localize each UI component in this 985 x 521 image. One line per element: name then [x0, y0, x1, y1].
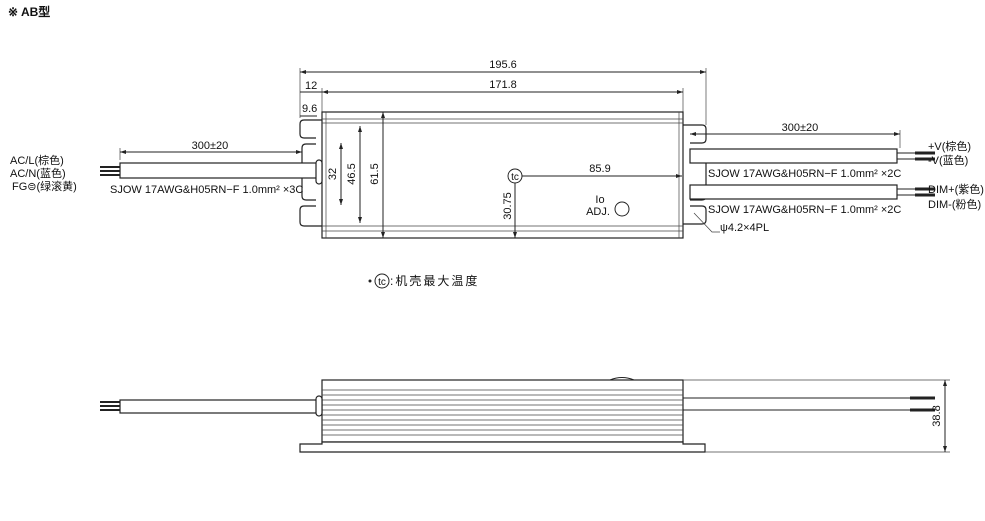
wire-ac-n: AC/N(蓝色) — [10, 166, 66, 180]
mounting-hole-note: ψ4.2×4PL — [720, 222, 769, 234]
enclosure-side — [321, 379, 684, 443]
input-wire-ends — [100, 166, 120, 176]
wire-fg: FG⊜(绿滚黄) — [12, 179, 77, 193]
dim-overall-length: 195.6 — [489, 59, 517, 71]
adj-label: ADJ. — [586, 206, 610, 218]
wire-plus-v: +V(棕色) — [928, 139, 971, 153]
wire-dim-plus: DIM+(紫色) — [928, 182, 984, 196]
output-cable-1-spec: SJOW 17AWG&H05RN−F 1.0mm² ×2C — [708, 168, 901, 180]
input-cable — [119, 162, 319, 179]
tc-label: tc — [511, 172, 519, 183]
dim-tc-y: 30.75 — [502, 192, 514, 220]
top-view: 195.6 171.8 12 9.6 32 46.5 61.5 tc 85.9 … — [10, 59, 984, 239]
output-cable-2-spec: SJOW 17AWG&H05RN−F 1.0mm² ×2C — [708, 204, 901, 216]
dim-flange: 12 — [305, 80, 317, 92]
dim-inner-width: 46.5 — [346, 163, 358, 184]
dim-output-cable-length: 300±20 — [782, 122, 819, 134]
input-cable-spec: SJOW 17AWG&H05RN−F 1.0mm² ×3C — [110, 184, 303, 196]
io-adj-potentiometer[interactable] — [614, 201, 630, 217]
tc-legend-text: :机壳最大温度 — [390, 273, 479, 288]
tc-legend-symbol: tc — [378, 277, 386, 288]
dim-hole-pitch: 32 — [327, 168, 339, 180]
wire-minus-v: -V(蓝色) — [928, 153, 968, 167]
dim-body-length: 171.8 — [489, 79, 517, 91]
dim-hole-offset: 9.6 — [302, 103, 317, 115]
wire-ac-l: AC/L(棕色) — [10, 153, 64, 167]
dim-input-cable-length: 300±20 — [192, 140, 229, 152]
dim-height: 38.8 — [931, 405, 943, 426]
side-view: 38.8 — [100, 377, 950, 453]
io-label: Io — [595, 194, 604, 206]
output-cable-1 — [689, 148, 898, 164]
dim-width: 61.5 — [369, 163, 381, 184]
wire-dim-minus: DIM-(粉色) — [928, 197, 981, 211]
tc-legend-note: tc :机壳最大温度 — [368, 273, 479, 289]
output-cable-2 — [689, 184, 898, 200]
dim-tc-x: 85.9 — [589, 163, 610, 175]
model-heading: ※ AB型 — [8, 4, 50, 19]
